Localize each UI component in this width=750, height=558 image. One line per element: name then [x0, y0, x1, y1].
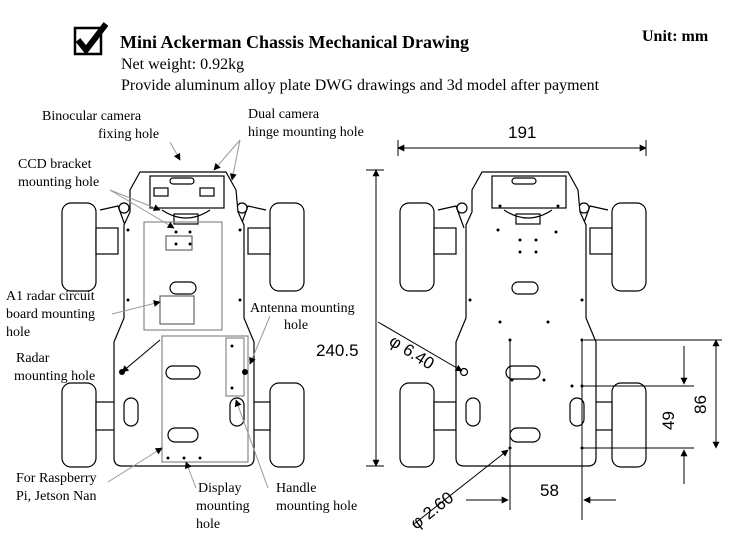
callout-labels: Binocular camera fixing hole Dual camera… [6, 107, 364, 532]
wheel-rear-left [61, 382, 97, 468]
label-handle-1: Handle [276, 481, 316, 496]
right-chassis-view [399, 171, 647, 468]
wheel-front-left-r [399, 202, 435, 292]
label-antenna-2: hole [284, 318, 308, 333]
left-chassis-view [61, 171, 305, 468]
wheel-rear-left-r [399, 382, 435, 468]
dim-spacing-86: 86 [691, 395, 710, 414]
wheel-front-right [269, 202, 305, 292]
label-dual-1: Dual camera [248, 107, 320, 122]
dim-hole-6-40: 6.40 [399, 340, 437, 374]
label-ccd-1: CCD bracket [18, 157, 92, 172]
label-dual-2: hinge mounting hole [248, 125, 364, 140]
label-display-3: hole [196, 517, 220, 532]
right-chassis-plate [455, 171, 597, 467]
dim-width-191: 191 [508, 123, 536, 142]
label-ccd-2: mounting hole [18, 175, 99, 190]
left-chassis-plate [113, 171, 255, 467]
label-rasp-1: For Raspberry [16, 471, 97, 486]
label-display-2: mounting [196, 499, 250, 514]
label-a1-2: board mounting [6, 307, 95, 322]
label-radar-2: mounting hole [14, 369, 95, 384]
provide-drawings-text: Provide aluminum alloy plate DWG drawing… [121, 77, 600, 94]
callout-leaders [107, 139, 271, 489]
label-a1-1: A1 radar circuit [6, 289, 95, 304]
dim-spacing-58: 58 [540, 481, 559, 500]
wheel-front-left [61, 202, 97, 292]
label-rasp-2: Pi, Jetson Nan [16, 489, 97, 504]
dim-hole-2-60: 2.60 [419, 488, 457, 523]
label-a1-3: hole [6, 325, 30, 340]
wheel-rear-right-r [611, 382, 647, 468]
unit-label: Unit: mm [642, 28, 709, 45]
net-weight-text: Net weight: 0.92kg [121, 56, 245, 73]
label-antenna-1: Antenna mounting [250, 301, 355, 316]
dim-length-240-5: 240.5 [316, 341, 359, 360]
wheel-front-right-r [611, 202, 647, 292]
dim-spacing-49: 49 [659, 411, 678, 430]
label-binocular-1: Binocular camera [42, 109, 142, 124]
page-title: Mini Ackerman Chassis Mechanical Drawing [120, 32, 469, 52]
label-radar-1: Radar [16, 351, 50, 366]
checkbox-check-icon [73, 22, 108, 56]
dimension-lines [366, 140, 722, 525]
label-display-1: Display [198, 481, 242, 496]
label-handle-2: mounting hole [276, 499, 357, 514]
wheel-rear-right [269, 382, 305, 468]
label-binocular-2: fixing hole [98, 127, 159, 142]
